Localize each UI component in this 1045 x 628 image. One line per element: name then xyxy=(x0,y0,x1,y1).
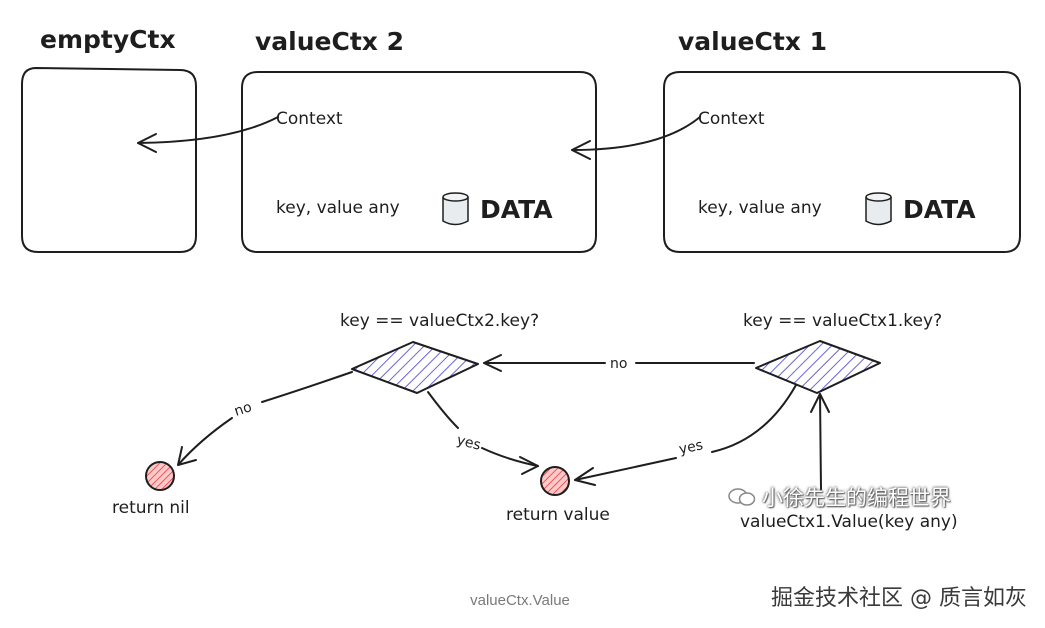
return-nil-label: return nil xyxy=(112,498,190,518)
value-ctx1-box xyxy=(663,71,1021,253)
value-ctx1-data-label: DATA xyxy=(903,195,976,224)
value-ctx1-context-label: Context xyxy=(698,109,765,129)
entry-label: valueCtx1.Value(key any) xyxy=(740,512,958,532)
context-arrow-1-to-2 xyxy=(571,116,701,160)
value-ctx2-data-label: DATA xyxy=(480,195,553,224)
value-ctx2-box xyxy=(241,71,597,253)
value-ctx1-fields-label: key, value any xyxy=(698,198,822,218)
context-arrow-2-to-empty xyxy=(137,116,279,153)
no-arrow-1-to-2 xyxy=(483,354,755,372)
database-icon xyxy=(865,192,892,226)
yes-arrow-1-to-value xyxy=(574,384,797,486)
figure-caption: valueCtx.Value xyxy=(470,592,570,609)
empty-ctx-box xyxy=(21,66,197,253)
no-label-1: no xyxy=(610,356,627,372)
database-icon xyxy=(442,192,469,226)
return-nil-node xyxy=(145,461,175,491)
empty-ctx-title: emptyCtx xyxy=(40,25,176,54)
no-arrow-2-to-nil xyxy=(177,371,353,466)
juejin-watermark: 掘金技术社区 @ 质言如灰 xyxy=(771,586,1027,611)
yes-arrow-2-to-value xyxy=(427,391,539,475)
decision2-diamond xyxy=(351,341,479,394)
no-label-2: no xyxy=(232,399,254,420)
yes-label-1: yes xyxy=(678,437,705,458)
value-ctx2-fields-label: key, value any xyxy=(276,198,400,218)
decision1-diamond xyxy=(755,340,881,394)
wechat-watermark: 小徐先生的编程世界 xyxy=(728,482,951,512)
value-ctx2-title: valueCtx 2 xyxy=(255,27,404,56)
entry-arrow xyxy=(810,393,830,491)
return-value-node xyxy=(540,466,570,496)
yes-label-2: yes xyxy=(455,432,482,453)
wechat-watermark-text: 小徐先生的编程世界 xyxy=(762,486,951,510)
decision2-label: key == valueCtx2.key? xyxy=(340,311,539,331)
value-ctx1-title: valueCtx 1 xyxy=(678,27,827,56)
value-ctx2-context-label: Context xyxy=(276,109,343,129)
wechat-icon xyxy=(728,487,756,507)
decision1-label: key == valueCtx1.key? xyxy=(743,311,942,331)
return-value-label: return value xyxy=(506,505,610,525)
